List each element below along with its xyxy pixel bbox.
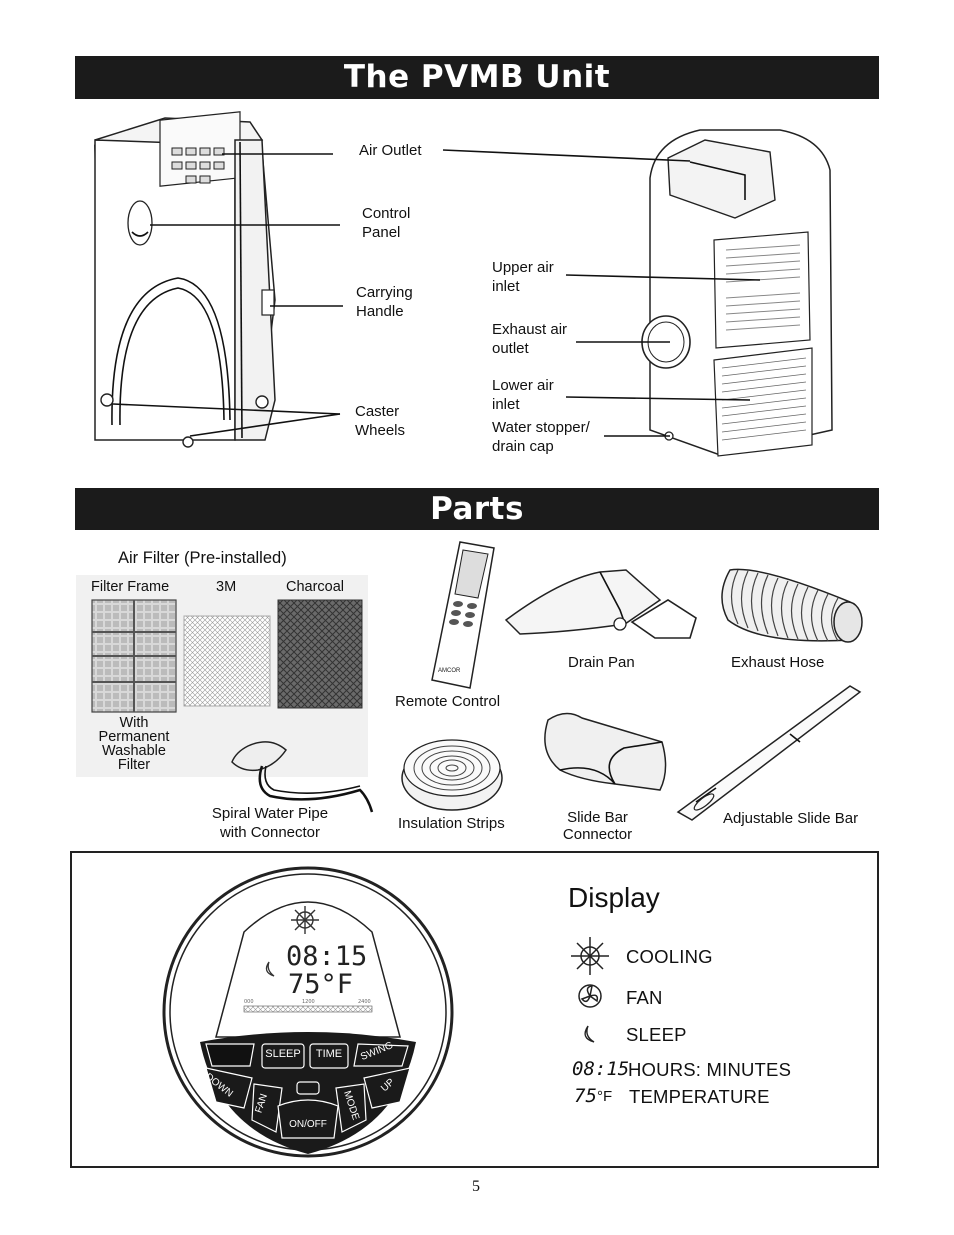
leader-lines: [112, 149, 761, 437]
label-exhaust-hose: Exhaust Hose: [731, 654, 825, 671]
back-unit-drawing: [641, 129, 833, 457]
legend-fan-icon: [578, 984, 602, 1008]
label-upper-air-inlet: Upper air inlet: [492, 259, 554, 295]
filter-charcoal-drawing: [277, 599, 363, 709]
drain-pan-drawing: [504, 569, 697, 639]
label-drain-pan: Drain Pan: [568, 654, 635, 671]
legend-cooling: COOLING: [626, 946, 713, 967]
panel-scale-mid: 1200: [302, 999, 315, 1005]
panel-onoff-button[interactable]: ON/OFF: [289, 1119, 327, 1130]
insulation-strips-drawing: [401, 739, 503, 811]
label-control-panel: Control Panel: [362, 205, 411, 241]
filter-frame-drawing: [91, 599, 177, 713]
label-filter-charcoal: Charcoal: [286, 579, 345, 595]
section-title-parts: Parts: [75, 488, 879, 530]
label-slide-bar-connector: Slide Bar Connector: [562, 809, 633, 843]
legend-temperature: TEMPERATURE: [629, 1086, 770, 1107]
label-caster-wheels: Caster Wheels: [355, 403, 406, 439]
legend-temp-unit: °F: [597, 1088, 613, 1105]
legend-time-sample: 08:15: [572, 1058, 630, 1080]
section-title-parts-text: Parts: [430, 491, 524, 527]
label-air-outlet: Air Outlet: [359, 142, 422, 159]
section-title-unit-text: The PVMB Unit: [343, 59, 611, 95]
label-filter-frame: Filter Frame: [91, 579, 170, 595]
control-panel-drawing: 08:15 75°F 000 1200 2400: [162, 866, 454, 1158]
front-unit-drawing: [94, 111, 276, 448]
remote-drawing: AMCOR: [431, 541, 495, 689]
parts-illustrations: AMCOR: [91, 541, 863, 821]
label-water-stopper: Water stopper/ drain cap: [492, 419, 590, 455]
panel-scale-left: 000: [244, 999, 254, 1005]
panel-cooling-icon: [291, 906, 319, 934]
legend-fan: FAN: [626, 987, 663, 1008]
slide-bar-connector-drawing: [544, 712, 667, 791]
legend-cooling-icon: [571, 937, 609, 975]
legend-temp-sample: 75: [574, 1085, 597, 1107]
display-section: [70, 851, 879, 1168]
panel-time: 08:15: [286, 941, 367, 972]
adjustable-slide-bar-drawing: [676, 685, 862, 821]
legend-icons: [571, 937, 609, 1043]
label-adjustable-slide-bar: Adjustable Slide Bar: [723, 810, 859, 827]
spiral-pipe-drawing: [231, 741, 374, 813]
panel-sleep-button[interactable]: SLEEP: [265, 1048, 301, 1060]
panel-time-button[interactable]: TIME: [315, 1048, 343, 1060]
label-remote-control: Remote Control: [395, 693, 501, 710]
panel-sleep-icon: [265, 961, 275, 977]
unit-illustrations: [94, 111, 833, 457]
legend-hours-minutes: HOURS: MINUTES: [628, 1059, 792, 1080]
label-carrying-handle: Carrying Handle: [356, 284, 413, 320]
label-insulation-strips: Insulation Strips: [398, 815, 505, 832]
display-title: Display: [568, 882, 660, 913]
remote-brand: AMCOR: [438, 668, 461, 674]
legend-sleep: SLEEP: [626, 1024, 687, 1045]
label-spiral-pipe: Spiral Water Pipe with Connector: [211, 805, 329, 841]
label-filter-3m: 3M: [216, 579, 237, 595]
panel-scale-right: 2400: [358, 999, 371, 1005]
label-lower-air-inlet: Lower air inlet: [492, 377, 554, 413]
legend-sleep-icon: [584, 1025, 595, 1043]
page-number: 5: [472, 1178, 480, 1195]
label-filter-with: With Permanent Washable Filter: [98, 715, 170, 773]
filter-3m-mesh: [184, 616, 270, 706]
section-title-unit: The PVMB Unit: [75, 56, 879, 99]
exhaust-hose-drawing: [721, 568, 863, 643]
air-filter-title: Air Filter (Pre-installed): [118, 549, 287, 567]
label-exhaust-air-outlet: Exhaust air outlet: [492, 321, 568, 357]
panel-temp: 75°F: [288, 969, 353, 1000]
